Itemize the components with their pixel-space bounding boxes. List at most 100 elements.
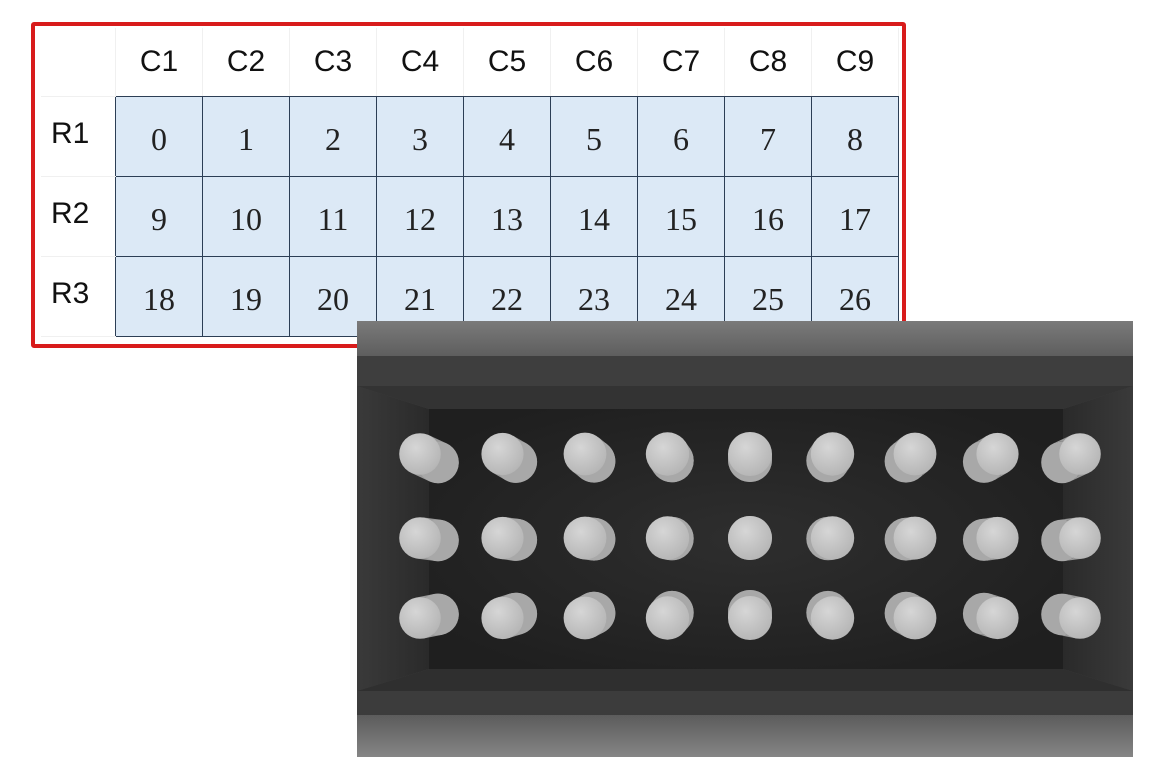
table-row: R1 0 1 2 3 4 5 6 7 8 bbox=[41, 96, 899, 177]
row-header-r3: R3 bbox=[41, 256, 116, 337]
table-row: R2 9 10 11 12 13 14 15 16 17 bbox=[41, 176, 899, 257]
table-cell: 4 bbox=[463, 96, 551, 177]
cell-value: 7 bbox=[760, 121, 776, 157]
pin-cap bbox=[1059, 597, 1101, 639]
pin-cap bbox=[893, 432, 937, 476]
pin-cap bbox=[893, 596, 937, 640]
pin-cap bbox=[1059, 517, 1101, 559]
column-header-c4: C4 bbox=[376, 28, 464, 97]
corner-cell bbox=[41, 28, 116, 97]
column-header-c9: C9 bbox=[811, 28, 899, 97]
table-cell: 11 bbox=[289, 176, 377, 257]
table-cell: 14 bbox=[550, 176, 638, 257]
cell-value: 11 bbox=[317, 201, 349, 237]
table-cell: 7 bbox=[724, 96, 812, 177]
cell-value: 8 bbox=[847, 121, 863, 157]
cell-value: 22 bbox=[491, 281, 523, 317]
cell-value: 25 bbox=[752, 281, 784, 317]
pin-cap bbox=[481, 516, 524, 560]
pin-cap bbox=[563, 516, 607, 560]
column-header-c7: C7 bbox=[637, 28, 725, 97]
column-header-c8: C8 bbox=[724, 28, 812, 97]
pin-cap bbox=[728, 596, 772, 640]
cell-value: 14 bbox=[578, 201, 610, 237]
table-cell: 1 bbox=[202, 96, 290, 177]
top-surface bbox=[357, 321, 1133, 356]
pin-cap bbox=[893, 516, 937, 560]
cell-value: 3 bbox=[412, 121, 428, 157]
pin-cap bbox=[563, 432, 607, 476]
pin-cap bbox=[399, 517, 441, 559]
pin-cap bbox=[399, 433, 441, 475]
pin-cap bbox=[810, 596, 855, 640]
table-cell: 5 bbox=[550, 96, 638, 177]
pin-array bbox=[399, 432, 1101, 640]
pin-cap bbox=[399, 597, 441, 639]
cell-value: 2 bbox=[325, 121, 341, 157]
row-header-label: R3 bbox=[51, 276, 90, 310]
table-cell: 8 bbox=[811, 96, 899, 177]
cell-value: 12 bbox=[404, 201, 436, 237]
cell-value: 17 bbox=[839, 201, 871, 237]
pin-cap bbox=[810, 516, 855, 560]
back-wall-top bbox=[357, 386, 1133, 409]
table-cell: 18 bbox=[115, 256, 203, 337]
pin-cap bbox=[563, 596, 607, 640]
cell-value: 9 bbox=[151, 201, 167, 237]
cell-value: 18 bbox=[143, 281, 175, 317]
cell-value: 20 bbox=[317, 281, 349, 317]
column-header-c6: C6 bbox=[550, 28, 638, 97]
column-header-c5: C5 bbox=[463, 28, 551, 97]
pin-cap bbox=[481, 432, 524, 476]
pin-cap bbox=[1059, 433, 1101, 475]
cell-value: 23 bbox=[578, 281, 610, 317]
table-cell: 12 bbox=[376, 176, 464, 257]
cell-value: 5 bbox=[586, 121, 602, 157]
table-cell: 0 bbox=[115, 96, 203, 177]
table-cell: 13 bbox=[463, 176, 551, 257]
cell-value: 1 bbox=[238, 121, 254, 157]
cell-value: 15 bbox=[665, 201, 697, 237]
cell-value: 19 bbox=[230, 281, 262, 317]
header-row: C1 C2 C3 C4 C5 C6 C7 C8 C9 bbox=[41, 28, 899, 97]
cell-value: 6 bbox=[673, 121, 689, 157]
row-header-r2: R2 bbox=[41, 176, 116, 257]
row-header-label: R2 bbox=[51, 196, 90, 230]
pin-cap bbox=[645, 516, 690, 560]
cell-value: 16 bbox=[752, 201, 784, 237]
grid-frame: C1 C2 C3 C4 C5 C6 C7 C8 C9 R1 0 1 2 3 4 … bbox=[31, 22, 906, 348]
pin-cap bbox=[810, 432, 855, 476]
column-header-c3: C3 bbox=[289, 28, 377, 97]
render-view bbox=[357, 321, 1133, 757]
table-cell: 10 bbox=[202, 176, 290, 257]
table-cell: 16 bbox=[724, 176, 812, 257]
top-rim bbox=[357, 356, 1133, 386]
bottom-rim bbox=[357, 691, 1133, 715]
index-table: C1 C2 C3 C4 C5 C6 C7 C8 C9 R1 0 1 2 3 4 … bbox=[41, 28, 899, 337]
table-cell: 17 bbox=[811, 176, 899, 257]
pin-cap bbox=[976, 516, 1019, 560]
row-header-r1: R1 bbox=[41, 96, 116, 177]
cell-value: 4 bbox=[499, 121, 515, 157]
column-header-c1: C1 bbox=[115, 28, 203, 97]
cell-value: 0 bbox=[151, 121, 167, 157]
pin-cap bbox=[728, 516, 772, 560]
pin-cap bbox=[976, 432, 1019, 476]
table-cell: 15 bbox=[637, 176, 725, 257]
cell-value: 10 bbox=[230, 201, 262, 237]
table-cell: 9 bbox=[115, 176, 203, 257]
pin-cap bbox=[645, 596, 690, 640]
pin-cap bbox=[728, 432, 772, 476]
cell-value: 21 bbox=[404, 281, 436, 317]
pin-cap bbox=[481, 596, 524, 640]
column-header-c2: C2 bbox=[202, 28, 290, 97]
cell-value: 24 bbox=[665, 281, 697, 317]
table-cell: 2 bbox=[289, 96, 377, 177]
table-cell: 19 bbox=[202, 256, 290, 337]
table-cell: 3 bbox=[376, 96, 464, 177]
cell-value: 26 bbox=[839, 281, 871, 317]
table-cell: 6 bbox=[637, 96, 725, 177]
back-wall-bottom bbox=[357, 669, 1133, 691]
pin-cap bbox=[645, 432, 690, 476]
row-header-label: R1 bbox=[51, 116, 90, 150]
